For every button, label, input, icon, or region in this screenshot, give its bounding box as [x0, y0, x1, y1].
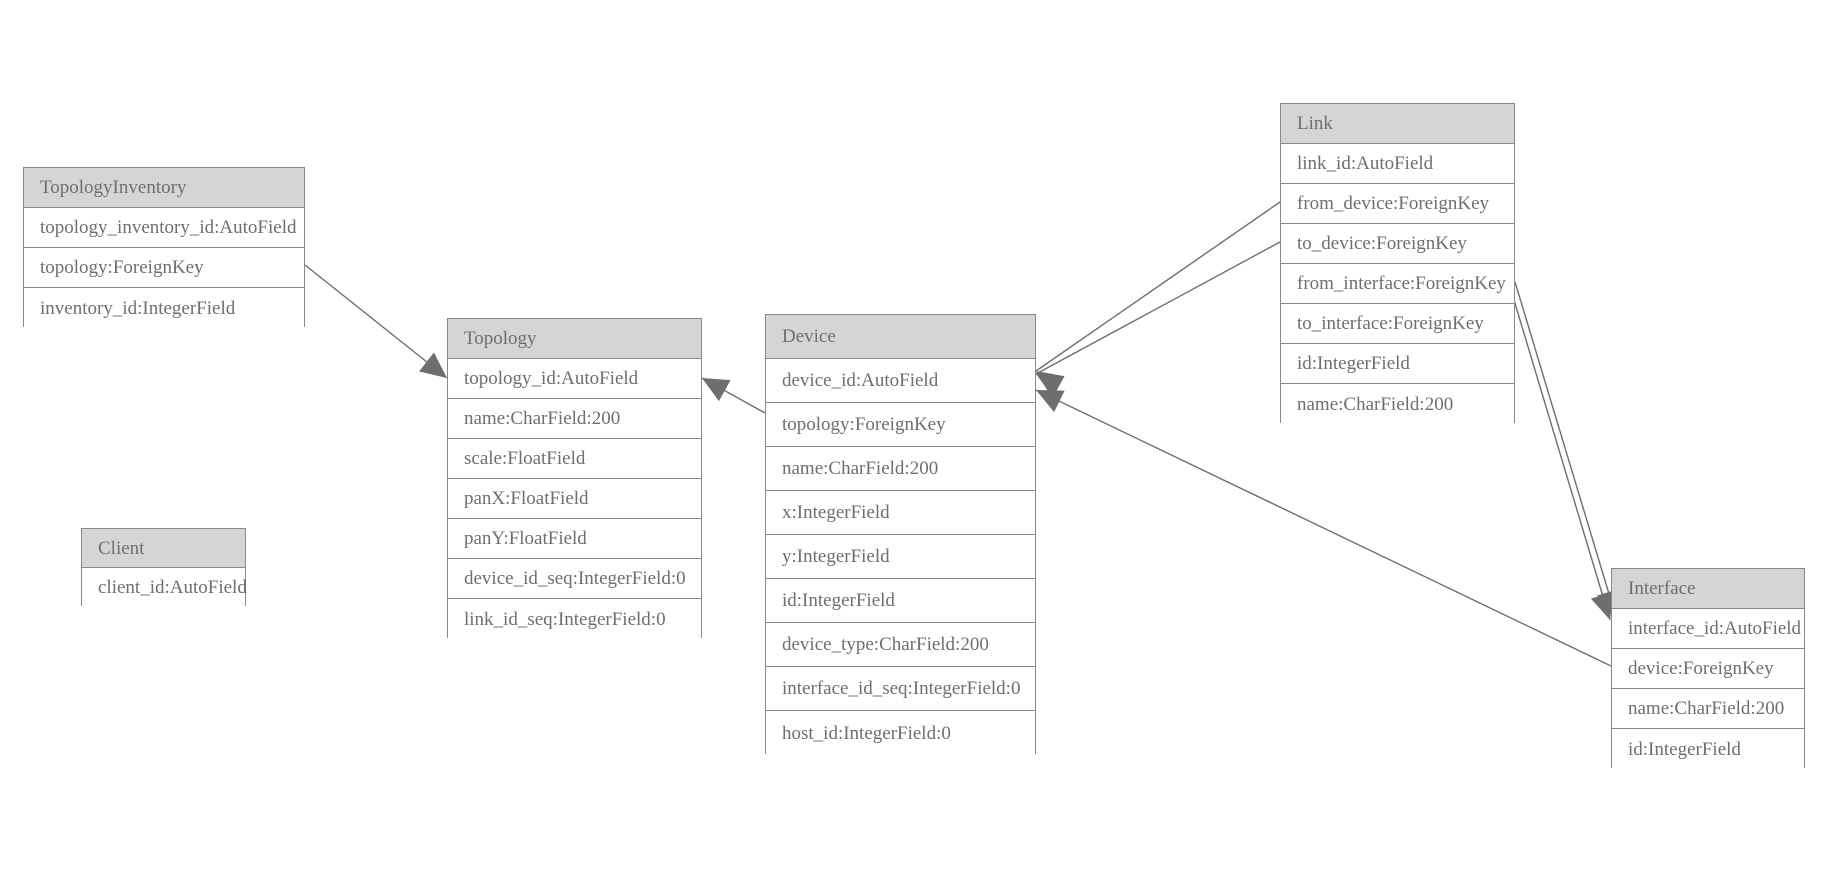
entity-field[interactable]: inventory_id:IntegerField: [24, 288, 304, 328]
relationship-line: [1035, 241, 1281, 375]
entity-field[interactable]: device_id_seq:IntegerField:0: [448, 559, 701, 599]
entity-field[interactable]: from_interface:ForeignKey: [1281, 264, 1514, 304]
entity-title-link: Link: [1281, 104, 1514, 144]
relationship-device-topology: [701, 377, 766, 414]
entity-field[interactable]: id:IntegerField: [766, 579, 1035, 623]
relationship-line: [701, 377, 766, 414]
entity-field[interactable]: panX:FloatField: [448, 479, 701, 519]
relationship-line: [1035, 201, 1281, 372]
entity-field[interactable]: name:CharField:200: [1281, 384, 1514, 424]
entity-field[interactable]: link_id:AutoField: [1281, 144, 1514, 184]
entity-field[interactable]: id:IntegerField: [1281, 344, 1514, 384]
entity-field[interactable]: to_interface:ForeignKey: [1281, 304, 1514, 344]
relationship-link-to_interface: [1510, 289, 1614, 621]
entity-field[interactable]: x:IntegerField: [766, 491, 1035, 535]
entity-field[interactable]: name:CharField:200: [448, 399, 701, 439]
relationship-topologyinventory-topology: [304, 264, 448, 379]
entity-field[interactable]: host_id:IntegerField:0: [766, 711, 1035, 755]
entity-field[interactable]: topology_inventory_id:AutoField: [24, 208, 304, 248]
entity-field[interactable]: topology:ForeignKey: [766, 403, 1035, 447]
entity-field[interactable]: name:CharField:200: [766, 447, 1035, 491]
entity-title-device: Device: [766, 315, 1035, 359]
entity-field[interactable]: interface_id:AutoField: [1612, 609, 1804, 649]
entity-field[interactable]: y:IntegerField: [766, 535, 1035, 579]
relationship-link-to_device: [1035, 241, 1281, 398]
entity-field[interactable]: device:ForeignKey: [1612, 649, 1804, 689]
entity-field[interactable]: link_id_seq:IntegerField:0: [448, 599, 701, 639]
entity-title-interface: Interface: [1612, 569, 1804, 609]
entity-field[interactable]: client_id:AutoField: [82, 568, 247, 607]
relationship-line: [1514, 281, 1617, 618]
entity-field[interactable]: id:IntegerField: [1612, 729, 1804, 769]
entity-field[interactable]: interface_id_seq:IntegerField:0: [766, 667, 1035, 711]
entity-title-topology: Topology: [448, 319, 701, 359]
entity-field[interactable]: name:CharField:200: [1612, 689, 1804, 729]
relationship-link-from_device: [1035, 201, 1281, 396]
relationship-line: [304, 264, 448, 379]
entity-field[interactable]: topology:ForeignKey: [24, 248, 304, 288]
entity-field[interactable]: scale:FloatField: [448, 439, 701, 479]
entity-field[interactable]: to_device:ForeignKey: [1281, 224, 1514, 264]
relationship-line: [1035, 389, 1612, 667]
entity-title-client: Client: [82, 529, 245, 568]
entity-field[interactable]: device_id:AutoField: [766, 359, 1035, 403]
entity-field[interactable]: from_device:ForeignKey: [1281, 184, 1514, 224]
entity-field[interactable]: device_type:CharField:200: [766, 623, 1035, 667]
entity-title-topology_inventory: TopologyInventory: [24, 168, 304, 208]
entity-field[interactable]: panY:FloatField: [448, 519, 701, 559]
entity-field[interactable]: topology_id:AutoField: [448, 359, 701, 399]
relationship-line: [1510, 289, 1611, 621]
